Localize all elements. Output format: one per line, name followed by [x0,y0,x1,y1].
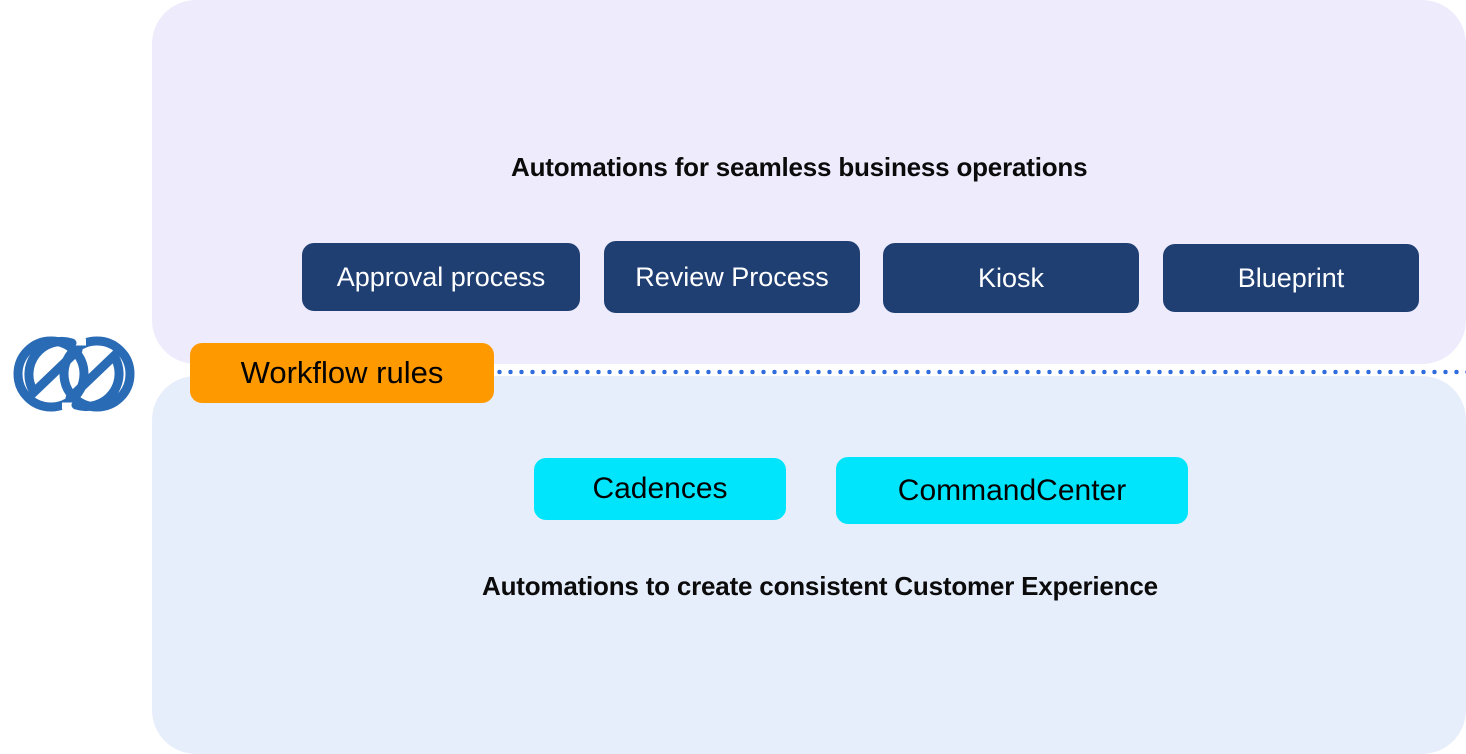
pill-workflow-rules[interactable]: Workflow rules [190,343,494,403]
zoho-link-logo-icon [12,328,136,420]
page-title-top: Automations for seamless business operat… [511,152,1088,182]
pill-commandcenter[interactable]: CommandCenter [836,457,1188,524]
customer-experience-panel [152,376,1466,754]
pill-blueprint[interactable]: Blueprint [1163,244,1419,312]
pill-cadences[interactable]: Cadences [534,458,786,520]
pill-approval-process[interactable]: Approval process [302,243,580,311]
pill-review-process[interactable]: Review Process [604,241,860,313]
page-title-bottom: Automations to create consistent Custome… [482,571,1158,601]
pill-kiosk[interactable]: Kiosk [883,243,1139,313]
dotted-divider [494,369,1466,375]
